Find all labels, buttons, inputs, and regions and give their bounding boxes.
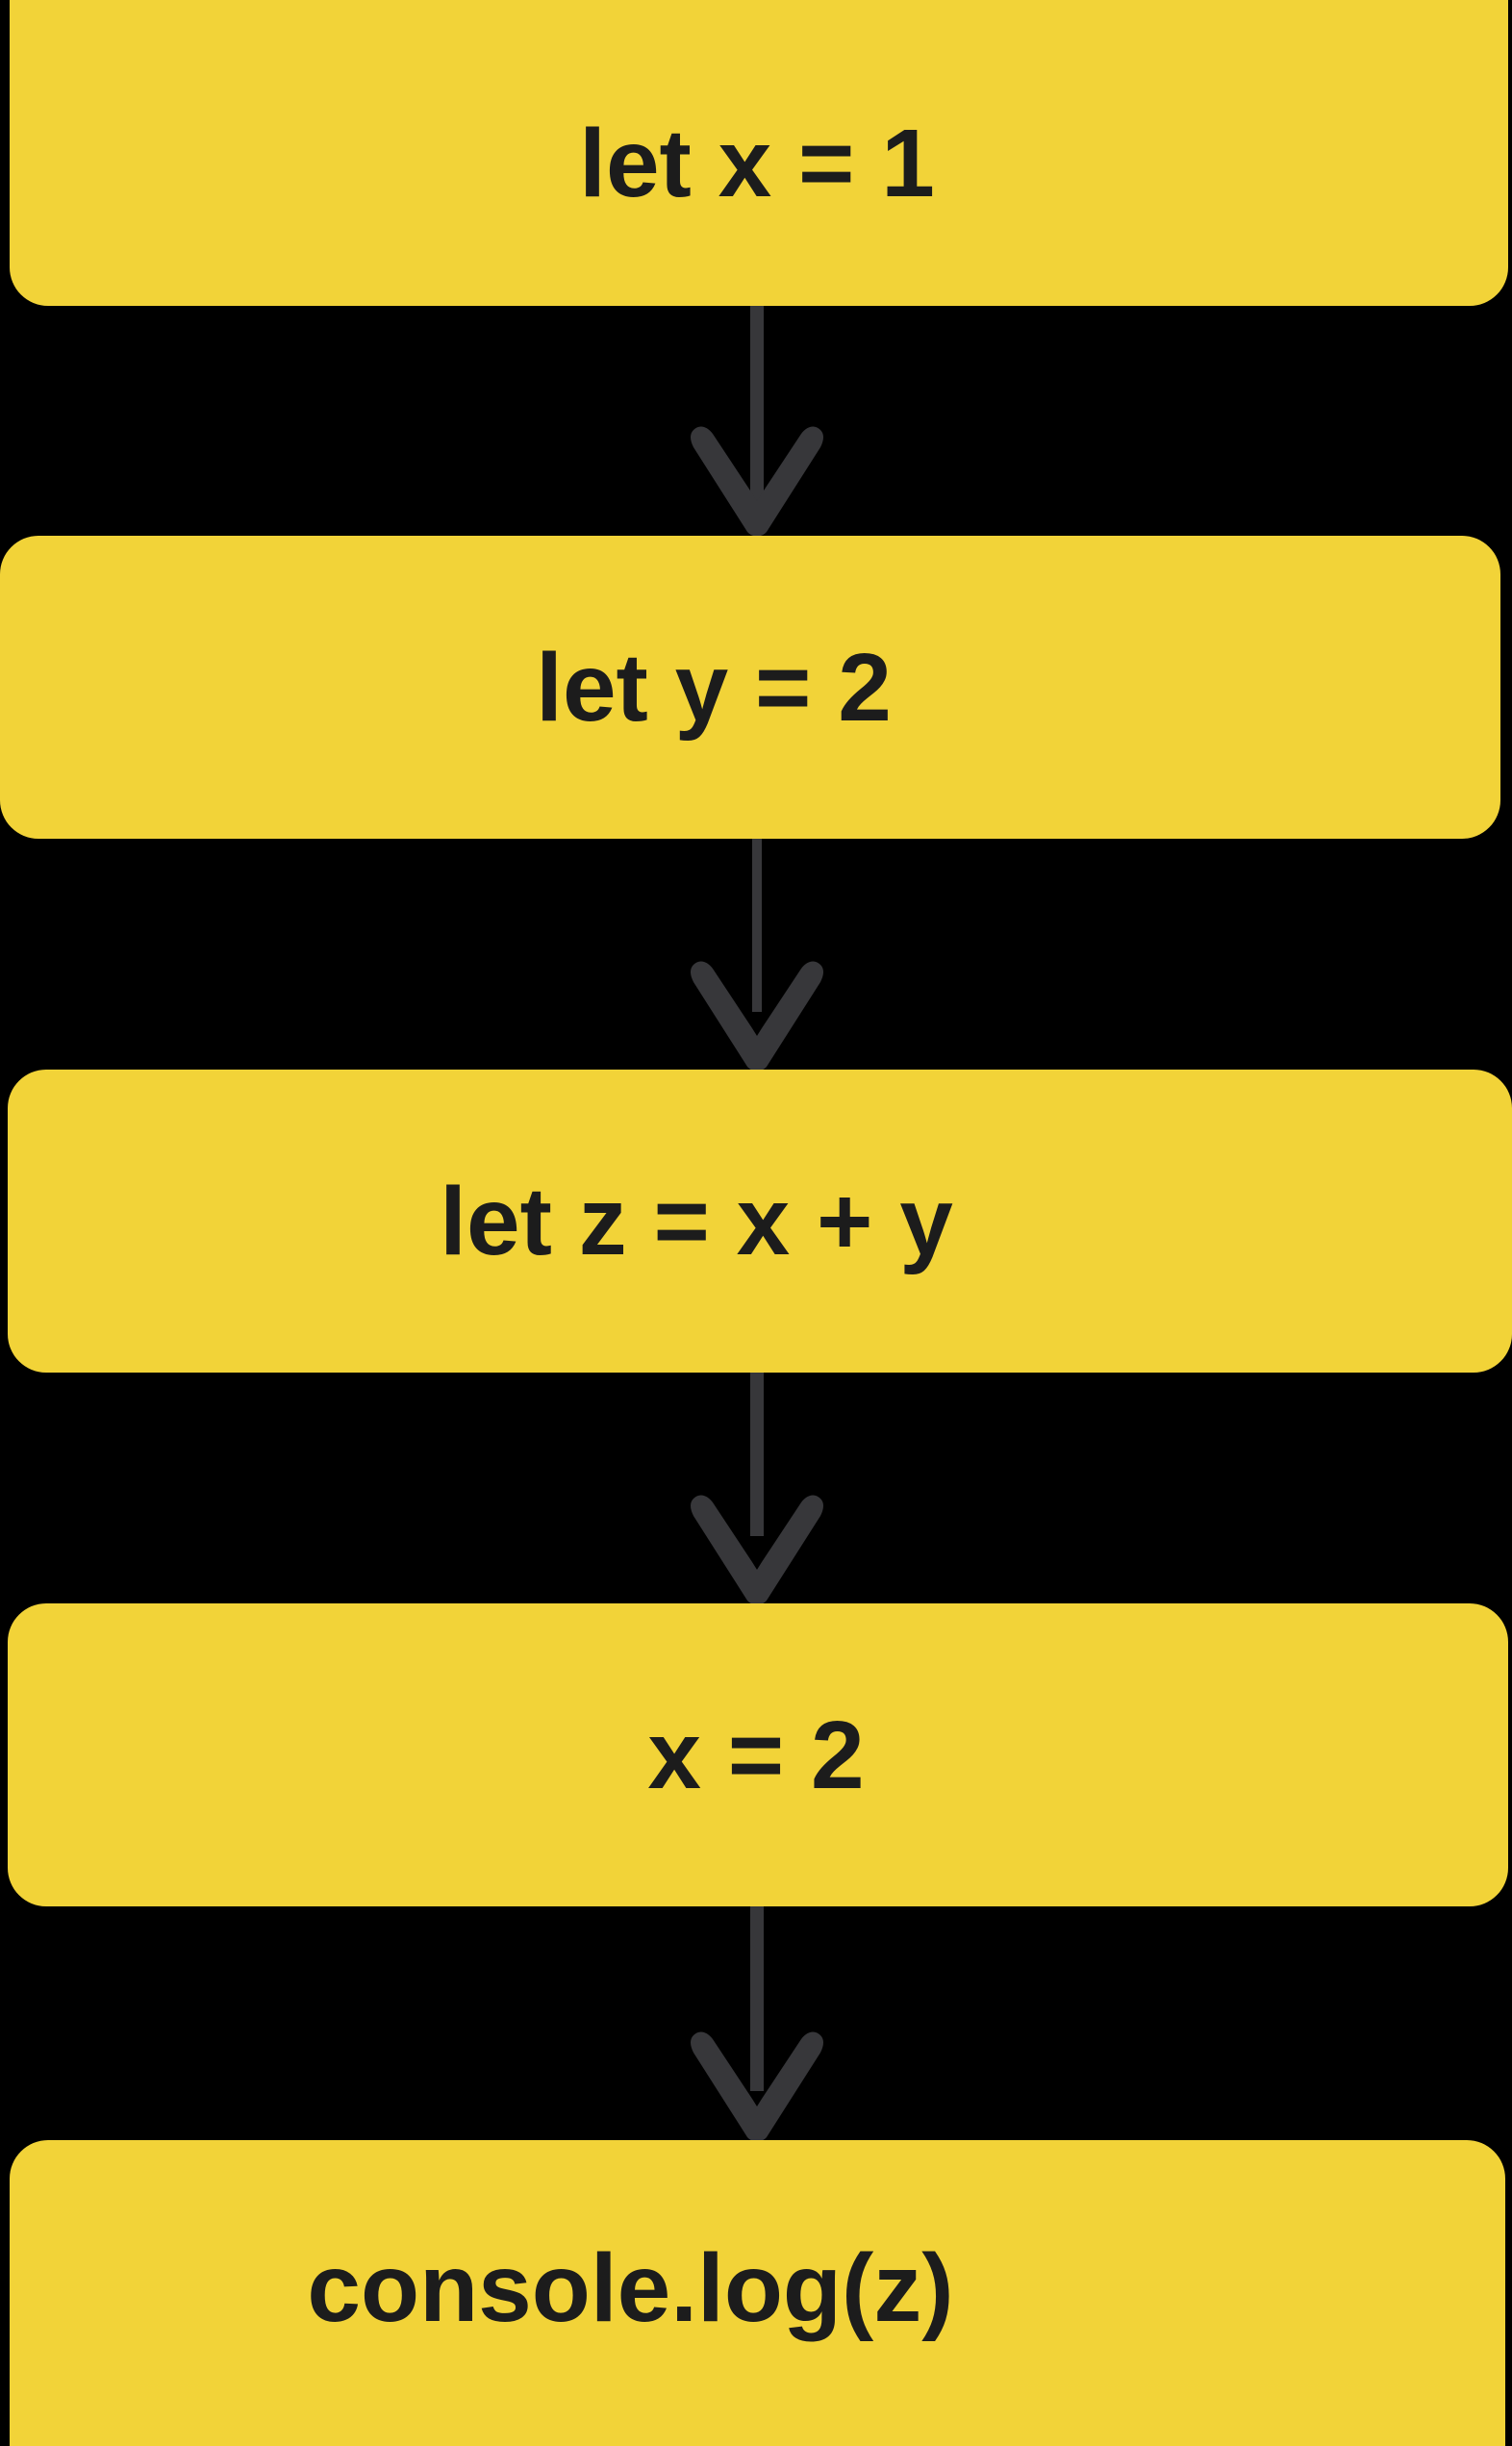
flow-node-label: let z = x + y — [440, 1167, 953, 1275]
edge-arrow-3 — [691, 1906, 823, 2142]
flow-node-let-z-x-plus-y[interactable]: let z = x + y — [8, 1070, 1512, 1373]
flow-node-label: let y = 2 — [536, 633, 892, 742]
flow-node-label: x = 2 — [647, 1701, 865, 1809]
flow-node-console-log-z[interactable]: console.log(z) — [10, 2140, 1505, 2446]
flow-node-let-x-1[interactable]: let x = 1 — [10, 0, 1508, 306]
flow-node-let-y-2[interactable]: let y = 2 — [0, 536, 1500, 839]
edge-arrow-2 — [691, 1373, 823, 1605]
edge-arrow-1 — [691, 839, 823, 1072]
flow-node-label: let x = 1 — [579, 110, 935, 217]
flow-node-x-assign-2[interactable]: x = 2 — [8, 1603, 1508, 1906]
flow-node-label: console.log(z) — [307, 2234, 954, 2342]
edge-arrow-0 — [691, 306, 823, 537]
